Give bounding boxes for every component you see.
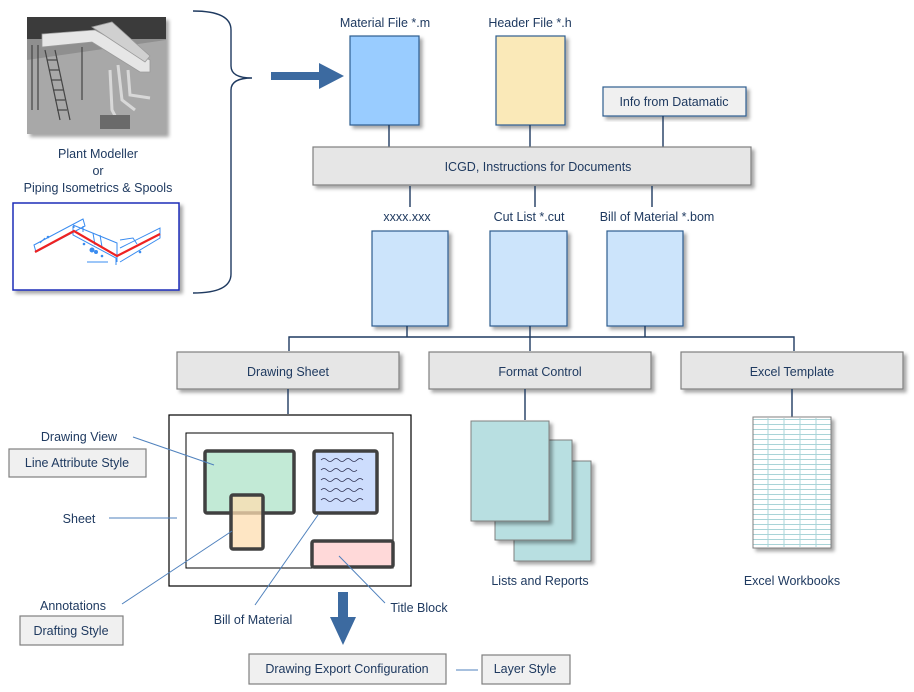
bill-of-material-label: Bill of Material [214,613,293,627]
drawing-view-label: Drawing View [41,430,118,444]
title-block-rect[interactable] [310,539,395,569]
layer-style-label: Layer Style [494,662,557,676]
drawing-sheet-label: Drawing Sheet [247,365,330,379]
format-control-label: Format Control [498,365,581,379]
cut-list-label: Cut List *.cut [494,210,565,224]
drawing-export-config-box[interactable]: Drawing Export Configuration [248,653,447,685]
annotations-label: Annotations [40,599,106,613]
excel-template-label: Excel Template [750,365,835,379]
drafting-style-label: Drafting Style [33,624,108,638]
icgd-box[interactable]: ICGD, Instructions for Documents [312,146,752,186]
piping-isometric-image [12,202,180,291]
piping-isometrics-label: Piping Isometrics & Spools [24,181,173,195]
datamatic-box[interactable]: Info from Datamatic [602,86,747,117]
material-file-doc[interactable] [349,35,420,126]
xxxx-doc[interactable] [371,230,449,327]
icgd-label: ICGD, Instructions for Documents [445,160,632,174]
bom-table-rect[interactable] [312,449,379,515]
lists-reports-label: Lists and Reports [491,574,588,588]
line-attribute-style-label: Line Attribute Style [25,456,129,470]
bom-file-doc[interactable] [606,230,684,327]
cut-list-doc[interactable] [489,230,568,327]
format-control-box[interactable]: Format Control [428,351,652,390]
xxxx-label: xxxx.xxx [383,210,431,224]
source-brace [192,10,253,294]
arrow-right-icon [271,63,344,89]
arrow-down-icon [330,592,356,645]
header-file-doc[interactable] [495,35,566,126]
excel-workbooks-label: Excel Workbooks [744,574,840,588]
title-block-label: Title Block [390,601,448,615]
excel-template-box[interactable]: Excel Template [680,351,904,390]
layer-style-box[interactable]: Layer Style [481,654,571,685]
header-file-label: Header File *.h [488,16,571,30]
bom-file-label: Bill of Material *.bom [600,210,715,224]
line-attribute-style-box[interactable]: Line Attribute Style [8,448,147,478]
or-label: or [92,164,103,178]
annotation-rect[interactable] [229,493,265,551]
sheet-illustration [168,414,412,587]
material-file-label: Material File *.m [340,16,430,30]
plant-model-image [27,17,166,134]
sheet-label: Sheet [63,512,96,526]
datamatic-label: Info from Datamatic [619,95,728,109]
drawing-export-config-label: Drawing Export Configuration [265,662,428,676]
reports-stack[interactable] [470,420,592,562]
plant-modeller-label: Plant Modeller [58,147,138,161]
drafting-style-box[interactable]: Drafting Style [19,615,124,646]
excel-workbook[interactable] [752,416,832,549]
drawing-sheet-box[interactable]: Drawing Sheet [176,351,400,390]
bom-scribble [320,458,364,502]
